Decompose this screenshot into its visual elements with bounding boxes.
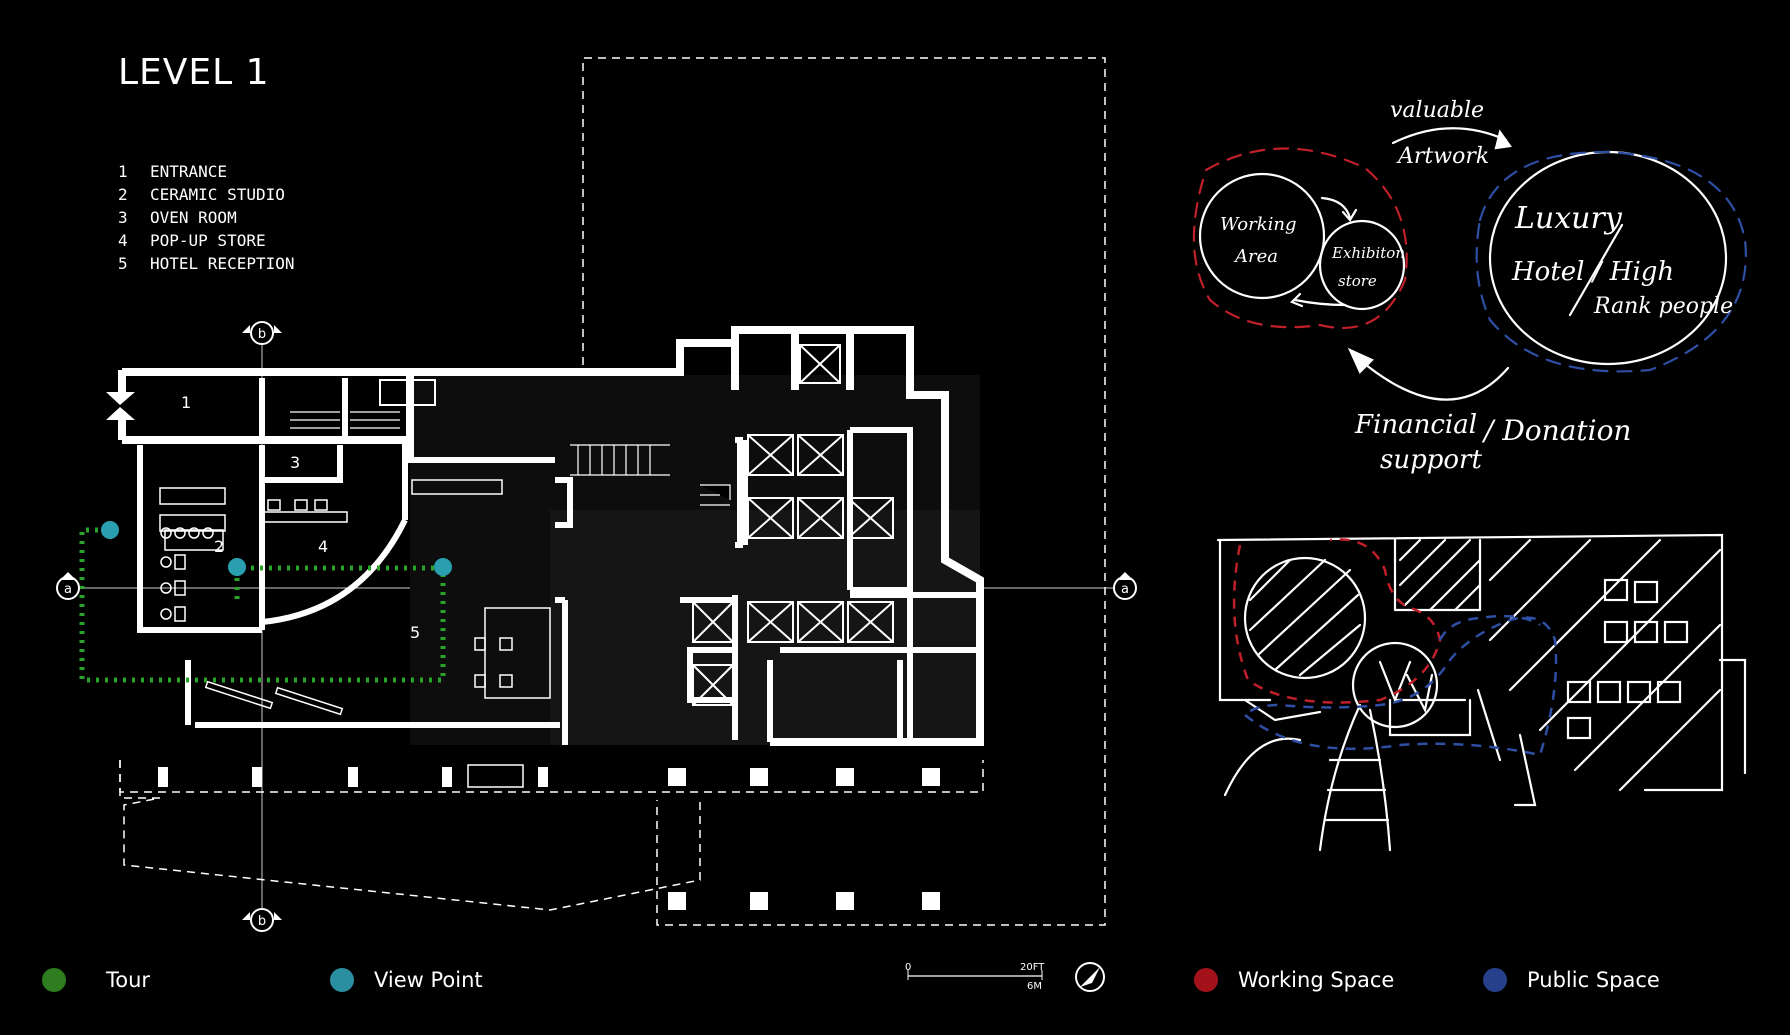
bubble-diagram <box>1192 127 1747 401</box>
columns <box>158 767 940 910</box>
svg-text:support: support <box>1380 445 1482 475</box>
svg-text:b: b <box>258 914 266 929</box>
svg-text:valuable: valuable <box>1390 98 1484 123</box>
zoning-sketch <box>1216 533 1747 852</box>
svg-text:Exhibiton: Exhibiton <box>1331 244 1405 262</box>
studio-furniture <box>159 479 551 716</box>
svg-text:6M: 6M <box>1027 981 1042 992</box>
north-arrow-icon <box>1075 962 1105 992</box>
legend-label: Tour <box>106 968 151 992</box>
svg-text:store: store <box>1338 272 1377 290</box>
room-number-1: 1 <box>181 393 191 412</box>
zoning-public-area <box>1244 614 1558 757</box>
legend-item-working-space: Working Space <box>1194 968 1394 992</box>
interior-walls <box>137 378 980 745</box>
viewpoint-markers <box>101 521 452 576</box>
bench <box>467 764 524 788</box>
svg-text:Hotel / High: Hotel / High <box>1511 257 1674 287</box>
svg-text:20FT: 20FT <box>1020 962 1045 973</box>
scale-bar: 0 20FT 6M <box>905 962 1045 992</box>
svg-text:0: 0 <box>905 962 911 973</box>
section-marker-a-left: a <box>56 572 80 600</box>
svg-text:Luxury: Luxury <box>1514 201 1623 236</box>
svg-text:Area: Area <box>1233 246 1278 267</box>
working-space-dot-icon <box>1194 968 1218 992</box>
svg-text:/ Donation: / Donation <box>1481 414 1631 447</box>
public-space-dot-icon <box>1483 968 1507 992</box>
canopy-outline <box>119 760 984 793</box>
stairs <box>290 411 731 506</box>
svg-text:Financial: Financial <box>1354 410 1477 440</box>
svg-text:b: b <box>258 327 266 342</box>
svg-text:Artwork: Artwork <box>1396 144 1489 169</box>
zoning-working-area <box>1232 538 1442 704</box>
room-number-5: 5 <box>410 623 420 642</box>
tour-dot-icon <box>42 968 66 992</box>
svg-text:a: a <box>64 582 72 597</box>
legend-label: Public Space <box>1527 968 1660 992</box>
elevator-shafts <box>379 344 894 706</box>
legend-label: Working Space <box>1238 968 1395 992</box>
tower-outline <box>119 57 1106 926</box>
room-numbers: 1 2 3 4 5 <box>181 393 420 642</box>
bubble-diagram-labels: valuable Artwork Working Area Exhibiton … <box>1220 98 1733 475</box>
viewpoint-dot-icon <box>330 968 354 992</box>
room-number-2: 2 <box>214 537 224 556</box>
legend-item-viewpoint: View Point <box>330 968 483 992</box>
room-number-3: 3 <box>290 453 300 472</box>
page-title: LEVEL 1 <box>118 52 270 93</box>
section-marker-b-bottom: b <box>242 908 282 932</box>
curved-wall <box>261 518 408 625</box>
section-marker-a-right: a <box>1113 572 1137 600</box>
legend-item-tour: Tour <box>42 968 150 992</box>
room-number-4: 4 <box>318 537 328 556</box>
entrance-door-icon <box>106 392 135 420</box>
legend-label: View Point <box>374 968 483 992</box>
legend-item-public-space: Public Space <box>1483 968 1660 992</box>
section-marker-b-top: b <box>242 321 282 345</box>
svg-text:Rank people: Rank people <box>1593 294 1733 319</box>
svg-text:a: a <box>1121 582 1129 597</box>
svg-text:Working: Working <box>1220 214 1297 235</box>
